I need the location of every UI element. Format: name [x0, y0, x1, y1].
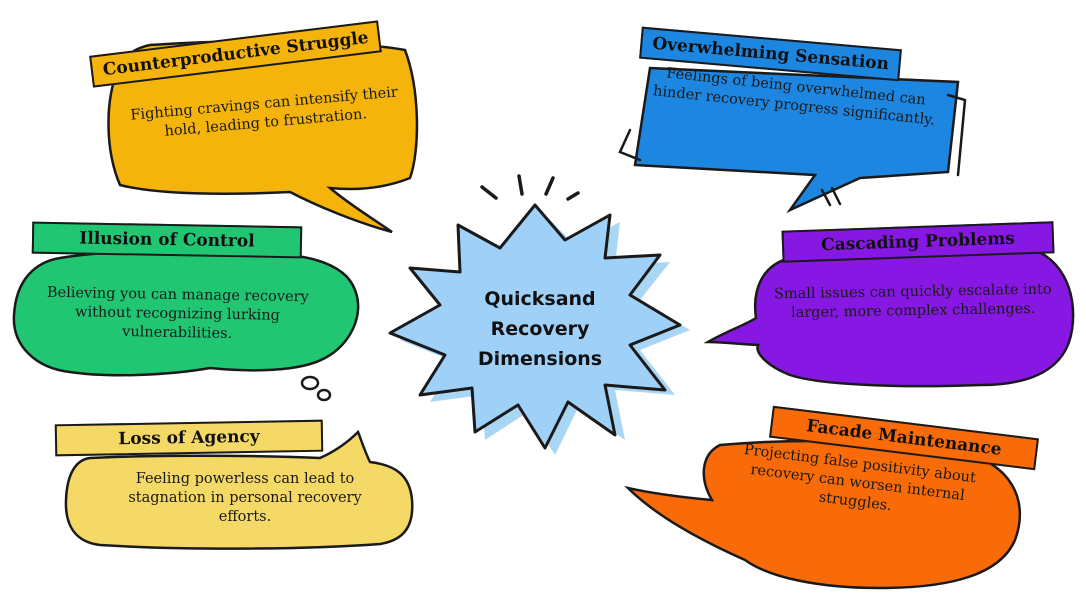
- text-cascading-problems: Small issues can quickly escalate into l…: [773, 281, 1052, 322]
- burst-rays: [480, 174, 580, 201]
- blue-sketch-lines: [618, 93, 967, 207]
- center-title-line-1: Quicksand: [484, 288, 596, 310]
- center-title-line-3: Dimensions: [477, 348, 603, 370]
- bubble-loss-of-agency: [64, 429, 414, 550]
- bubble-counterproductive-struggle: [107, 40, 419, 234]
- center-title: Quicksand Recovery Dimensions: [420, 284, 660, 374]
- center-burst: [388, 203, 682, 450]
- center-title-line-2: Recovery: [490, 318, 590, 340]
- thought-bubbles: [300, 375, 332, 402]
- text-loss-of-agency: Feeling powerless can lead to stagnation…: [128, 471, 362, 525]
- label-loss-of-agency: Loss of Agency: [54, 419, 324, 457]
- label-illusion-of-control: Illusion of Control: [31, 221, 303, 259]
- text-illusion-of-control: Believing you can manage recovery withou…: [46, 284, 309, 342]
